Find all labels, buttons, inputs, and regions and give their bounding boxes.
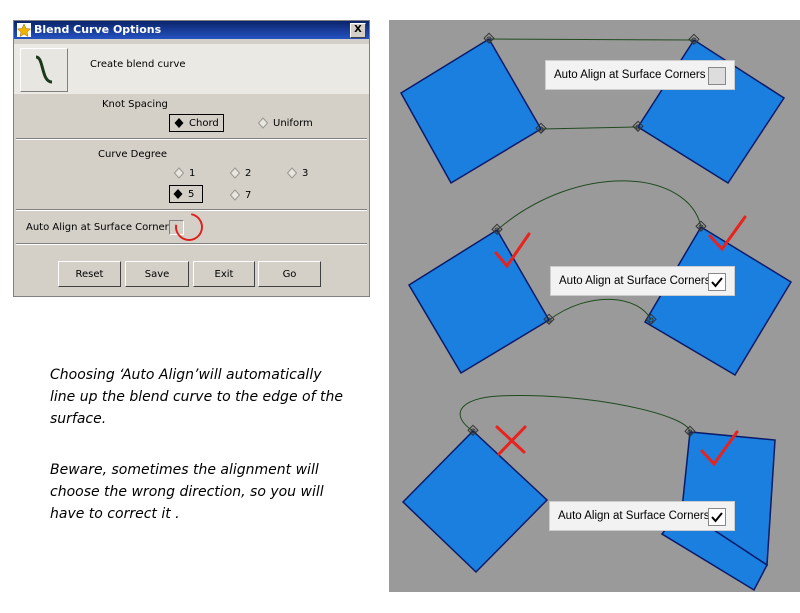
diamond-unselected-icon xyxy=(258,117,268,129)
curve-end-marker xyxy=(632,120,644,132)
curve-degree-label: Curve Degree xyxy=(98,149,168,160)
reset-button[interactable]: Reset xyxy=(58,261,121,287)
example-label: Auto Align at Surface Corners xyxy=(559,275,711,287)
example-label: Auto Align at Surface Corners xyxy=(558,510,710,522)
degree-2-option[interactable]: 2 xyxy=(230,164,270,182)
diamond-unselected-icon xyxy=(174,167,184,179)
degree-3-option[interactable]: 3 xyxy=(287,164,327,182)
diamond-unselected-icon xyxy=(230,167,240,179)
degree-5-option[interactable]: 5 xyxy=(169,185,203,203)
blend-curve-options-dialog: Blend Curve Options X Create blend curve… xyxy=(13,20,370,297)
curve-end-marker xyxy=(688,33,700,45)
diamond-unselected-icon xyxy=(230,189,240,201)
red-check-mark xyxy=(494,232,531,269)
knot-spacing-label: Knot Spacing xyxy=(102,99,168,110)
auto-align-label: Auto Align at Surface Corners xyxy=(26,222,175,233)
example-checkbox xyxy=(708,67,726,85)
degree-1-option[interactable]: 1 xyxy=(174,164,214,182)
diamond-selected-icon xyxy=(174,118,184,128)
blend-curve xyxy=(488,38,695,41)
surface xyxy=(407,228,551,375)
curve-end-marker xyxy=(483,32,495,44)
surface xyxy=(399,37,543,185)
auto-align-example-checked-wrong: Auto Align at Surface Corners xyxy=(549,501,735,531)
red-highlight-circle xyxy=(169,207,209,247)
curve-end-marker xyxy=(491,223,503,235)
red-cross-mark xyxy=(495,425,527,456)
degree-7-option[interactable]: 7 xyxy=(230,186,270,204)
degree-2-label: 2 xyxy=(245,167,252,179)
example-checkbox xyxy=(708,273,726,291)
red-check-mark xyxy=(708,215,747,252)
separator xyxy=(16,209,367,211)
go-button[interactable]: Go xyxy=(258,261,321,287)
chord-label: Chord xyxy=(189,117,219,129)
blend-curve xyxy=(459,395,691,433)
app-star-icon xyxy=(17,23,31,37)
note-warning: Beware, sometimes the alignment will cho… xyxy=(50,462,324,522)
checkmark-icon xyxy=(711,277,723,288)
curve-end-marker xyxy=(684,425,696,437)
separator xyxy=(16,138,367,140)
auto-align-example-unchecked: Auto Align at Surface Corners xyxy=(545,60,735,90)
surface xyxy=(401,429,549,574)
diamond-unselected-icon xyxy=(287,167,297,179)
degree-7-label: 7 xyxy=(245,189,252,201)
blend-curve xyxy=(540,126,639,130)
auto-align-example-checked: Auto Align at Surface Corners xyxy=(550,266,735,296)
auto-align-checkbox[interactable] xyxy=(169,220,184,235)
curve-end-marker xyxy=(543,313,555,325)
blend-curve xyxy=(496,180,702,231)
degree-1-label: 1 xyxy=(189,167,196,179)
example-label: Auto Align at Surface Corners xyxy=(554,69,706,81)
curve-end-marker xyxy=(695,220,707,232)
degree-3-label: 3 xyxy=(302,167,309,179)
header-band xyxy=(14,44,369,94)
example-checkbox xyxy=(708,508,726,526)
diamond-selected-icon xyxy=(173,189,183,199)
blend-curve-tool-button[interactable] xyxy=(20,48,68,92)
uniform-label: Uniform xyxy=(273,117,313,129)
blend-examples-viewport: Auto Align at Surface Corners Auto Align… xyxy=(389,20,800,592)
blend-curve xyxy=(548,298,652,321)
title-bar[interactable]: Blend Curve Options X xyxy=(14,21,369,39)
red-check-mark xyxy=(700,430,739,467)
curve-end-marker xyxy=(467,424,479,436)
surface xyxy=(643,225,793,377)
dialog-title: Blend Curve Options xyxy=(34,23,162,36)
curve-end-marker xyxy=(645,313,657,325)
exit-button[interactable]: Exit xyxy=(193,261,255,287)
separator xyxy=(16,243,367,245)
note-auto-align: Choosing ‘Auto Align’will automatically … xyxy=(50,367,343,427)
knot-spacing-chord-option[interactable]: Chord xyxy=(169,114,224,132)
header-label: Create blend curve xyxy=(90,59,186,70)
close-button[interactable]: X xyxy=(350,23,366,38)
checkmark-icon xyxy=(711,512,723,523)
curve-end-marker xyxy=(535,122,547,134)
save-button[interactable]: Save xyxy=(125,261,189,287)
degree-5-label: 5 xyxy=(188,188,195,200)
blend-curve-icon xyxy=(35,55,53,84)
knot-spacing-uniform-option[interactable]: Uniform xyxy=(258,114,318,132)
